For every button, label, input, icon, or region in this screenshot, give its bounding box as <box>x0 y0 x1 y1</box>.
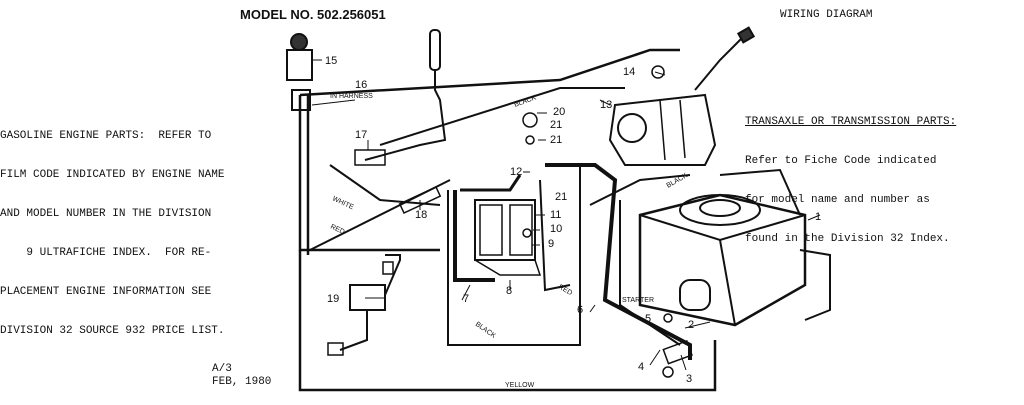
callout-14: 14 <box>623 66 635 78</box>
engine-note-line-4: 9 ULTRAFICHE INDEX. FOR RE- <box>0 247 212 259</box>
transaxle-note-line-4: found in the Division 32 Index. <box>745 233 950 245</box>
callout-13: 13 <box>600 99 612 111</box>
transaxle-note-line-2: Refer to Fiche Code indicated <box>745 155 937 167</box>
callout-3: 3 <box>686 373 692 385</box>
diagram-title: WIRING DIAGRAM <box>780 9 873 21</box>
label-in-harness: IN HARNESS <box>330 93 373 100</box>
callout-12: 12 <box>510 166 522 178</box>
engine-note-line-6: DIVISION 32 SOURCE 932 PRICE LIST. <box>0 325 225 337</box>
callout-1: 1 <box>815 211 821 223</box>
callout-17: 17 <box>355 129 367 141</box>
callout-10: 10 <box>550 223 562 235</box>
callout-11: 11 <box>550 209 561 221</box>
callout-5: 5 <box>645 313 651 325</box>
transaxle-note-line-1: TRANSAXLE OR TRANSMISSION PARTS: <box>745 116 957 128</box>
callout-2: 2 <box>688 319 694 331</box>
wire-label-white: WHITE <box>331 195 355 211</box>
callout-4: 4 <box>638 361 644 373</box>
wire-label-red-right: RED <box>557 284 573 297</box>
engine-note-line-2: FILM CODE INDICATED BY ENGINE NAME <box>0 169 225 181</box>
wire-label-yellow: YELLOW <box>505 382 535 389</box>
callout-21c: 21 <box>555 191 567 203</box>
engine-note-line-5: PLACEMENT ENGINE INFORMATION SEE <box>0 286 212 298</box>
callout-20: 20 <box>553 106 565 118</box>
footer-date: FEB, 1980 <box>212 376 272 388</box>
transaxle-note-line-3: for model name and number as <box>745 194 930 206</box>
transaxle-parts-note: TRANSAXLE OR TRANSMISSION PARTS: Refer t… <box>745 90 956 272</box>
callout-21a: 21 <box>550 119 562 131</box>
wire-label-red-left: RED <box>329 223 345 236</box>
wire-label-black-bottom: BLACK <box>474 321 497 340</box>
engine-parts-note: GASOLINE ENGINE PARTS: REFER TO FILM COD… <box>0 104 224 364</box>
engine-note-line-1: GASOLINE ENGINE PARTS: REFER TO <box>0 130 212 142</box>
engine-note-line-3: AND MODEL NUMBER IN THE DIVISION <box>0 208 212 220</box>
callout-18: 18 <box>415 209 427 221</box>
callout-8: 8 <box>506 285 512 297</box>
wire-label-black-top: BLACK <box>513 94 537 109</box>
label-starter: STARTER <box>622 297 654 304</box>
callout-16: 16 <box>355 79 367 91</box>
footer-code: A/3 <box>212 363 232 375</box>
callout-6: 6 <box>577 304 583 316</box>
callout-7: 7 <box>463 293 469 305</box>
callout-19: 19 <box>327 293 339 305</box>
callout-21b: 21 <box>550 134 562 146</box>
callout-9: 9 <box>548 238 554 250</box>
callout-15: 15 <box>325 55 337 67</box>
model-number: MODEL NO. 502.256051 <box>240 7 386 22</box>
wire-label-black-right: BLACK <box>666 172 690 190</box>
